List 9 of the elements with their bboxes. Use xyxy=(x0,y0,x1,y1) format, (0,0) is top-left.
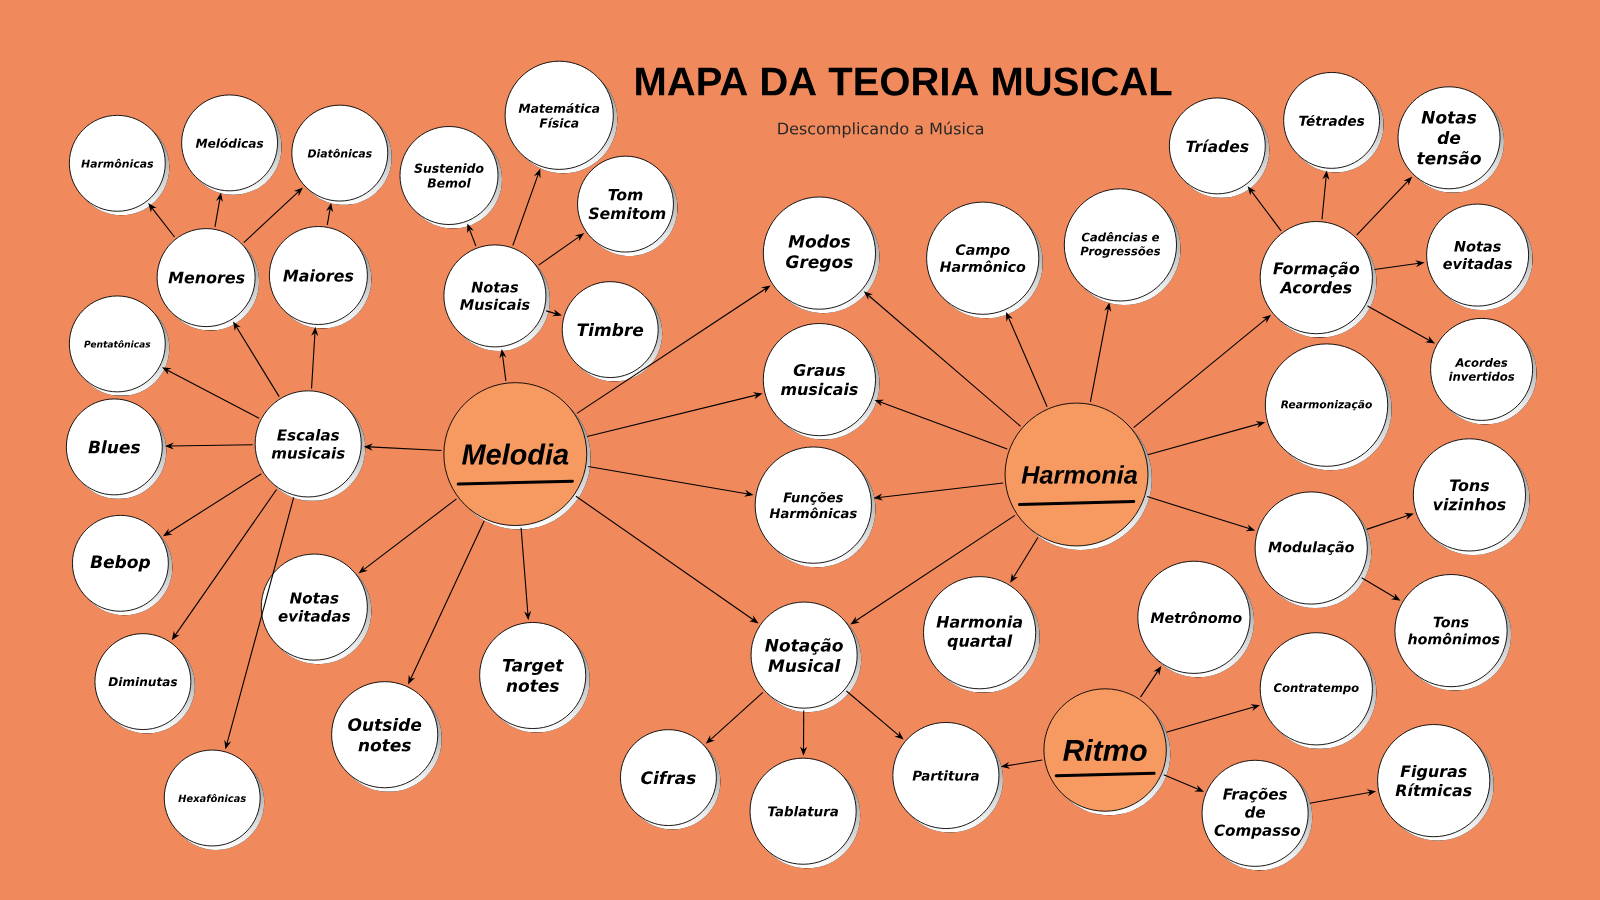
subtitle: Descomplicando a Música xyxy=(778,121,984,138)
arrow xyxy=(1163,774,1204,792)
arrow xyxy=(1247,186,1282,232)
arrow xyxy=(1366,513,1414,530)
title: MAPA DA TEORIA MUSICAL xyxy=(636,67,1172,96)
arrow xyxy=(148,203,176,238)
arrow xyxy=(1366,305,1435,344)
arrow xyxy=(243,187,303,244)
arrow xyxy=(1010,536,1039,583)
